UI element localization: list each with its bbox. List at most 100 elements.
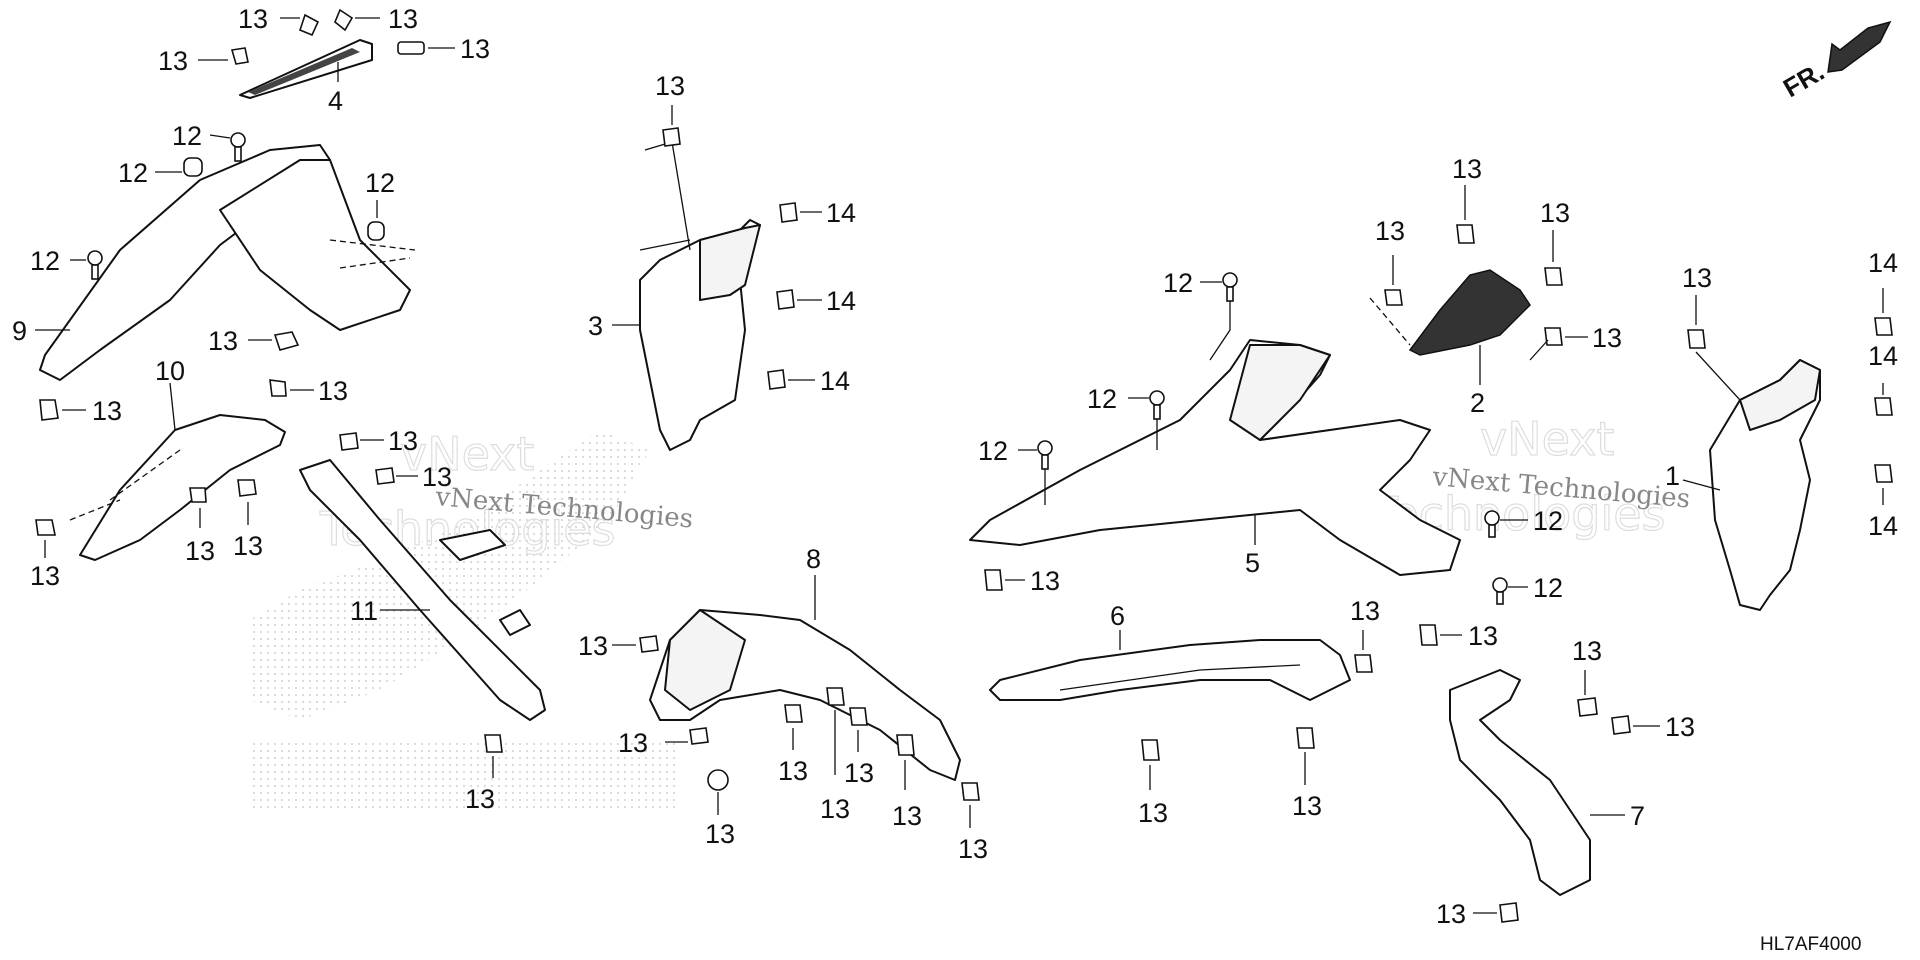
label-13-q: 13	[705, 819, 735, 849]
clip-13-ah: 13	[1611, 712, 1695, 742]
label-13-ae: 13	[1592, 323, 1622, 353]
label-13-r: 13	[778, 756, 808, 786]
label-12-g: 12	[978, 436, 1008, 466]
label-13-s: 13	[820, 794, 850, 824]
clip-13-g: 13	[269, 376, 348, 406]
clip-13-u: 13	[892, 734, 922, 831]
clip-13-f: 13	[39, 396, 122, 426]
clip-13-j: 13	[233, 479, 263, 561]
label-13-o: 13	[578, 631, 608, 661]
label-12-a: 12	[172, 121, 202, 151]
clip-13-z: 13	[1350, 596, 1380, 673]
clip-13-w: 13	[984, 566, 1060, 596]
part-label-1: 1	[1665, 461, 1680, 491]
label-14-f: 14	[1868, 511, 1898, 541]
clip-13-h: 13	[30, 519, 60, 591]
part-label-4: 4	[328, 86, 343, 116]
part-label-9: 9	[12, 316, 27, 346]
fasteners-14: 14 14 14 14 14 14	[767, 198, 1898, 541]
bolt-12-a: 12	[172, 121, 246, 162]
watermark-vnext-right: vNext	[1480, 412, 1614, 466]
part-4-bracket: 4	[239, 39, 373, 116]
label-13-x: 13	[1138, 798, 1168, 828]
clip-14-f: 14	[1868, 464, 1898, 541]
part-9-cover: 9	[12, 144, 416, 381]
label-14-c: 14	[820, 366, 850, 396]
label-13-e: 13	[208, 326, 238, 356]
label-13-af: 13	[1682, 263, 1712, 293]
label-13-ag: 13	[1572, 636, 1602, 666]
part-label-8: 8	[806, 544, 821, 574]
part-label-5: 5	[1245, 548, 1260, 578]
watermark-stipple	[250, 430, 680, 810]
label-13-n: 13	[655, 71, 685, 101]
clip-13-o: 13	[578, 631, 659, 661]
label-13-k: 13	[388, 426, 418, 456]
label-14-a: 14	[826, 198, 856, 228]
label-14-e: 14	[1868, 341, 1898, 371]
clip-14-e: 14	[1868, 341, 1898, 416]
bolt-12-c: 12	[365, 168, 395, 241]
label-13-i: 13	[185, 536, 215, 566]
clip-13-n: 13	[655, 71, 685, 147]
part-1-side-cover: 1	[1665, 359, 1821, 611]
label-13-ai: 13	[1436, 899, 1466, 929]
clip-13-m: 13	[465, 734, 503, 814]
clip-13-e: 13	[208, 326, 300, 356]
label-13-u: 13	[892, 801, 922, 831]
clip-14-c: 14	[767, 366, 850, 396]
label-13-v: 13	[958, 834, 988, 864]
watermark-vnext-left: vNext	[400, 427, 534, 481]
clip-13-t: 13	[844, 707, 874, 788]
clip-13-s: 13	[820, 687, 850, 824]
label-13-a: 13	[238, 4, 268, 34]
clip-13-d: 13	[397, 34, 490, 64]
bolt-12-i: 12	[1492, 573, 1563, 605]
clip-13-l: 13	[375, 462, 452, 492]
label-13-w: 13	[1030, 566, 1060, 596]
clip-13-ad: 13	[1540, 198, 1570, 286]
label-14-b: 14	[826, 286, 856, 316]
label-12-b: 12	[118, 158, 148, 188]
label-12-e: 12	[1163, 268, 1193, 298]
clip-13-ai: 13	[1436, 899, 1519, 929]
bolt-12-e: 12	[1163, 268, 1238, 361]
part-7-lower-guard: 7	[1449, 669, 1645, 896]
front-direction-arrow: FR.	[1778, 20, 1892, 103]
front-arrow-label: FR.	[1778, 56, 1829, 103]
label-12-f: 12	[1087, 384, 1117, 414]
clip-13-r: 13	[778, 704, 808, 786]
part-5-center-cover: 5	[969, 339, 1461, 578]
fasteners-12: 12 12 12 12 12 12	[30, 121, 1563, 605]
part-label-7: 7	[1630, 801, 1645, 831]
label-13-d: 13	[460, 34, 490, 64]
label-12-c: 12	[365, 168, 395, 198]
clip-14-d: 14	[1868, 248, 1898, 336]
clip-13-c: 13	[158, 46, 249, 76]
clip-14-b: 14	[776, 286, 856, 316]
clip-13-y: 13	[1292, 727, 1322, 821]
label-13-p: 13	[618, 728, 648, 758]
fasteners-13: 13 13 13 13 13 13	[30, 4, 1741, 929]
part-11-rail: 11	[299, 459, 546, 721]
label-13-f: 13	[92, 396, 122, 426]
clip-13-a: 13	[238, 4, 320, 37]
clip-13-p: 13	[618, 727, 709, 758]
label-13-j: 13	[233, 531, 263, 561]
clip-13-k: 13	[339, 426, 418, 456]
label-13-l: 13	[422, 462, 452, 492]
bolt-12-g: 12	[978, 436, 1053, 505]
label-13-g: 13	[318, 376, 348, 406]
diagram-code: HL7AF4000	[1760, 934, 1861, 955]
bolt-12-d: 12	[30, 246, 103, 280]
label-13-b: 13	[388, 4, 418, 34]
clip-14-a: 14	[779, 198, 856, 228]
label-13-y: 13	[1292, 791, 1322, 821]
bolt-12-h: 12	[1484, 506, 1563, 538]
part-2-grille: 2	[1408, 269, 1531, 418]
part-label-3: 3	[588, 311, 603, 341]
label-13-ad: 13	[1540, 198, 1570, 228]
part-3-side-panel: 3	[588, 141, 761, 451]
clip-13-b: 13	[334, 4, 418, 34]
clip-13-v: 13	[958, 782, 988, 864]
